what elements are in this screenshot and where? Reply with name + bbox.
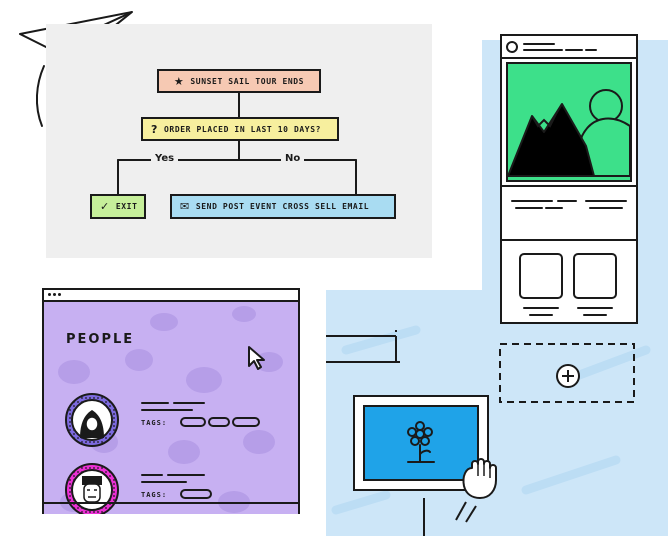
- envelope-icon: ✉: [180, 200, 190, 213]
- window-titlebar: [44, 288, 298, 302]
- window-dot: [53, 293, 56, 296]
- window-bottom-edge: [44, 502, 298, 504]
- checkmark-icon: ✓: [100, 200, 110, 213]
- flow-node-start-label: SUNSET SAIL TOUR ENDS: [190, 76, 305, 86]
- flowchart-connectors: [117, 92, 357, 195]
- star-icon: ★: [173, 74, 185, 88]
- mobile-page-preview: [500, 34, 638, 324]
- flower-icon: [407, 421, 435, 463]
- window-dot: [48, 293, 51, 296]
- cursor-arrow-icon: [248, 346, 265, 370]
- tags-label: TAGS:: [141, 491, 168, 499]
- flow-node-exit-label: EXIT: [115, 202, 138, 211]
- flow-node-exit[interactable]: ✓ EXIT: [90, 194, 146, 219]
- flow-node-question-label: ORDER PLACED IN LAST 10 DAYS?: [163, 124, 322, 134]
- automation-flowchart-panel: ★ SUNSET SAIL TOUR ENDS ? ORDER PLACED I…: [46, 24, 432, 258]
- people-window: PEOPLE: [42, 288, 300, 514]
- flow-node-start[interactable]: ★ SUNSET SAIL TOUR ENDS: [157, 69, 321, 93]
- tag-chips[interactable]: [180, 488, 220, 500]
- branch-label-yes: Yes: [151, 153, 179, 164]
- flow-node-question[interactable]: ? ORDER PLACED IN LAST 10 DAYS?: [141, 117, 339, 141]
- person-name-placeholder: [141, 402, 205, 411]
- people-title: PEOPLE: [66, 332, 135, 347]
- people-content: PEOPLE: [44, 302, 298, 514]
- person-name-placeholder: [141, 474, 205, 483]
- window-dot: [58, 293, 61, 296]
- branch-label-no: No: [281, 153, 305, 164]
- add-block-dropzone[interactable]: [498, 340, 638, 406]
- tag-chips[interactable]: [180, 416, 262, 428]
- flow-node-email[interactable]: ✉ SEND POST EVENT CROSS SELL EMAIL: [170, 194, 396, 219]
- tags-label: TAGS:: [141, 419, 168, 427]
- question-mark-icon: ?: [151, 122, 158, 136]
- grabbing-hand-icon: [462, 458, 497, 499]
- flow-node-email-label: SEND POST EVENT CROSS SELL EMAIL: [195, 202, 370, 211]
- plus-circle-icon[interactable]: [556, 364, 580, 388]
- avatar[interactable]: [64, 462, 120, 514]
- desktop-wireframe-lines: [326, 330, 477, 536]
- avatar[interactable]: [64, 392, 120, 448]
- mobile-page-wireframe: [502, 41, 636, 316]
